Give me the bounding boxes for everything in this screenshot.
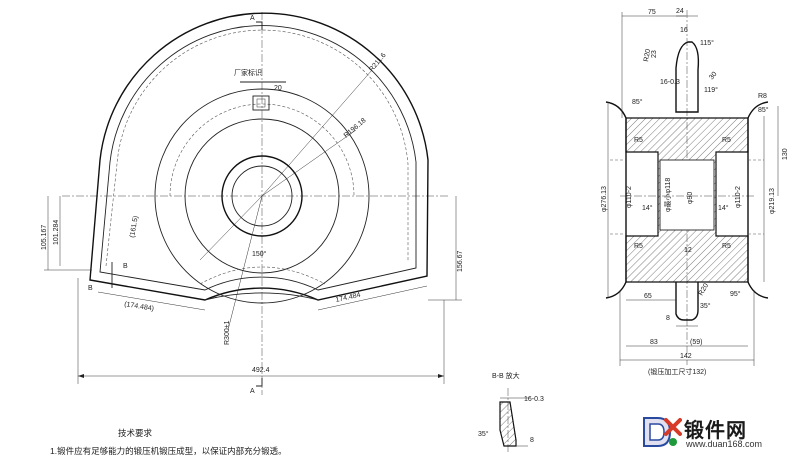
inner-profile xyxy=(99,25,417,291)
dim-r5-c: R5 xyxy=(634,243,643,250)
bottom-span-right: 174.484 xyxy=(335,292,361,304)
bore xyxy=(659,159,715,231)
angle-center-dim: 150° xyxy=(252,250,267,258)
dim-130: 130 xyxy=(782,148,789,160)
total-width-dim: 492.4 xyxy=(252,367,270,374)
inner-radius-dim: R196.18 xyxy=(343,117,368,139)
id-plate xyxy=(252,95,270,111)
dim-top-115deg: 115° xyxy=(700,39,714,47)
bottom-span-left-line xyxy=(97,291,206,311)
dim-r20-bot: R20 xyxy=(698,282,711,297)
dim-119deg: 119° xyxy=(704,86,718,94)
outer-radius-dim: R211.6 xyxy=(368,52,388,73)
dim-r5-b: R5 xyxy=(722,137,731,144)
dia-90: φ90 xyxy=(687,192,694,204)
dim-85deg-right: 85° xyxy=(758,106,769,114)
section-arrow-top xyxy=(256,21,263,30)
dim-35deg: 35° xyxy=(700,302,711,310)
top-fin xyxy=(675,41,700,113)
hidden-arc xyxy=(169,103,355,197)
inner-hidden-profile xyxy=(105,29,409,267)
dim-r5-a: R5 xyxy=(634,137,643,144)
technical-notes: 技术要求 1.锻件应有足够能力的锻压机锻压成型，以保证内部充分锻透。 xyxy=(50,428,287,456)
dim-8: 8 xyxy=(666,315,670,322)
dim-r8: R8 xyxy=(758,93,767,100)
side-view: 75 24 16 115° R20 23 16-0.3 30 119° R8 8… xyxy=(601,8,789,376)
dim-12: 12 xyxy=(684,247,692,254)
hub-bore-circle xyxy=(231,165,293,227)
section-b-bottom: B xyxy=(88,285,93,292)
section-b-top: B xyxy=(123,263,128,270)
dim-14-right: 14° xyxy=(718,204,729,212)
dim-r20-top: R20 xyxy=(643,48,652,62)
angle-small-dim: (161.5) xyxy=(129,215,140,238)
dim-83: 83 xyxy=(650,339,658,346)
dim-85deg-left: 85° xyxy=(632,98,643,106)
section-bb-8: 8 xyxy=(530,437,534,444)
dim-14-left: 14° xyxy=(642,204,653,212)
bottom-radius-leader xyxy=(227,195,263,331)
watermark: 锻件网 www.duan168.com xyxy=(640,412,798,456)
dim-16-03: 16-0.3 xyxy=(660,79,680,86)
bottom-lip xyxy=(675,282,699,321)
outer-profile xyxy=(89,12,429,301)
dia-219: φ219.13 xyxy=(769,188,776,214)
dia-276: φ276.13 xyxy=(601,186,608,212)
front-view: A A 厂家标识 20 R211.6 R196.18 (161.5) 150° … xyxy=(41,12,464,395)
section-bb-16: 16-0.3 xyxy=(524,396,544,403)
dia-110-a: φ110-2 xyxy=(626,186,633,208)
dim-65: 65 xyxy=(644,293,652,300)
radius-leader-outer xyxy=(261,69,373,197)
left-flange xyxy=(605,101,627,299)
section-bb: B-B 放大 16-0.3 35° 8 xyxy=(478,371,544,452)
section-bb-35: 35° xyxy=(478,430,489,438)
bottom-span-left: (174.484) xyxy=(124,301,155,313)
bottom-radius-dim: R300±1 xyxy=(224,320,231,345)
section-bb-title: B-B 放大 xyxy=(492,371,520,380)
dia-118: φ最小φ118 xyxy=(663,178,672,212)
dim-top-24: 24 xyxy=(676,8,684,15)
dim-23: 23 xyxy=(651,50,658,58)
web-circle xyxy=(184,118,340,274)
dim-142: 142 xyxy=(680,353,692,360)
left-height-b: 101.284 xyxy=(53,220,60,245)
watermark-name: 锻件网 xyxy=(684,418,747,442)
watermark-logo-icon xyxy=(643,417,682,447)
bottom-arc xyxy=(204,292,319,301)
note-bottom: (锻压加工尺寸132) xyxy=(648,367,706,376)
right-height-dim: 156.67 xyxy=(457,250,464,272)
id-plate-inner xyxy=(256,98,266,108)
dim-95deg: 95° xyxy=(730,290,741,298)
dim-30: 30 xyxy=(708,71,718,82)
dim-59: (59) xyxy=(690,339,702,346)
bottom-span-right-line xyxy=(317,285,428,311)
dim-top-16: 16 xyxy=(680,27,688,34)
section-mark-bottom: A xyxy=(250,388,255,395)
right-flange xyxy=(747,101,769,299)
dim-r5-d: R5 xyxy=(722,243,731,250)
radius-leader-inner xyxy=(261,129,357,197)
dim-top-75: 75 xyxy=(648,9,656,16)
section-mark-top: A xyxy=(250,15,255,22)
angle-leader xyxy=(199,195,263,261)
plate-width-dim: 20 xyxy=(274,85,282,92)
rim-circle xyxy=(154,88,370,304)
notes-line-1: 1.锻件应有足够能力的锻压机锻压成型，以保证内部充分锻透。 xyxy=(50,446,287,456)
left-height-a: 105.167 xyxy=(41,225,48,250)
dia-110-b: φ110-2 xyxy=(735,186,742,208)
watermark-url: www.duan168.com xyxy=(686,439,763,449)
section-arrow-bottom xyxy=(256,378,263,387)
bottom-hidden-arc xyxy=(199,266,326,285)
section-bb-shape xyxy=(499,401,517,447)
notes-heading: 技术要求 xyxy=(118,428,153,438)
plate-label: 厂家标识 xyxy=(234,68,262,77)
hub-outer-circle xyxy=(221,155,303,237)
